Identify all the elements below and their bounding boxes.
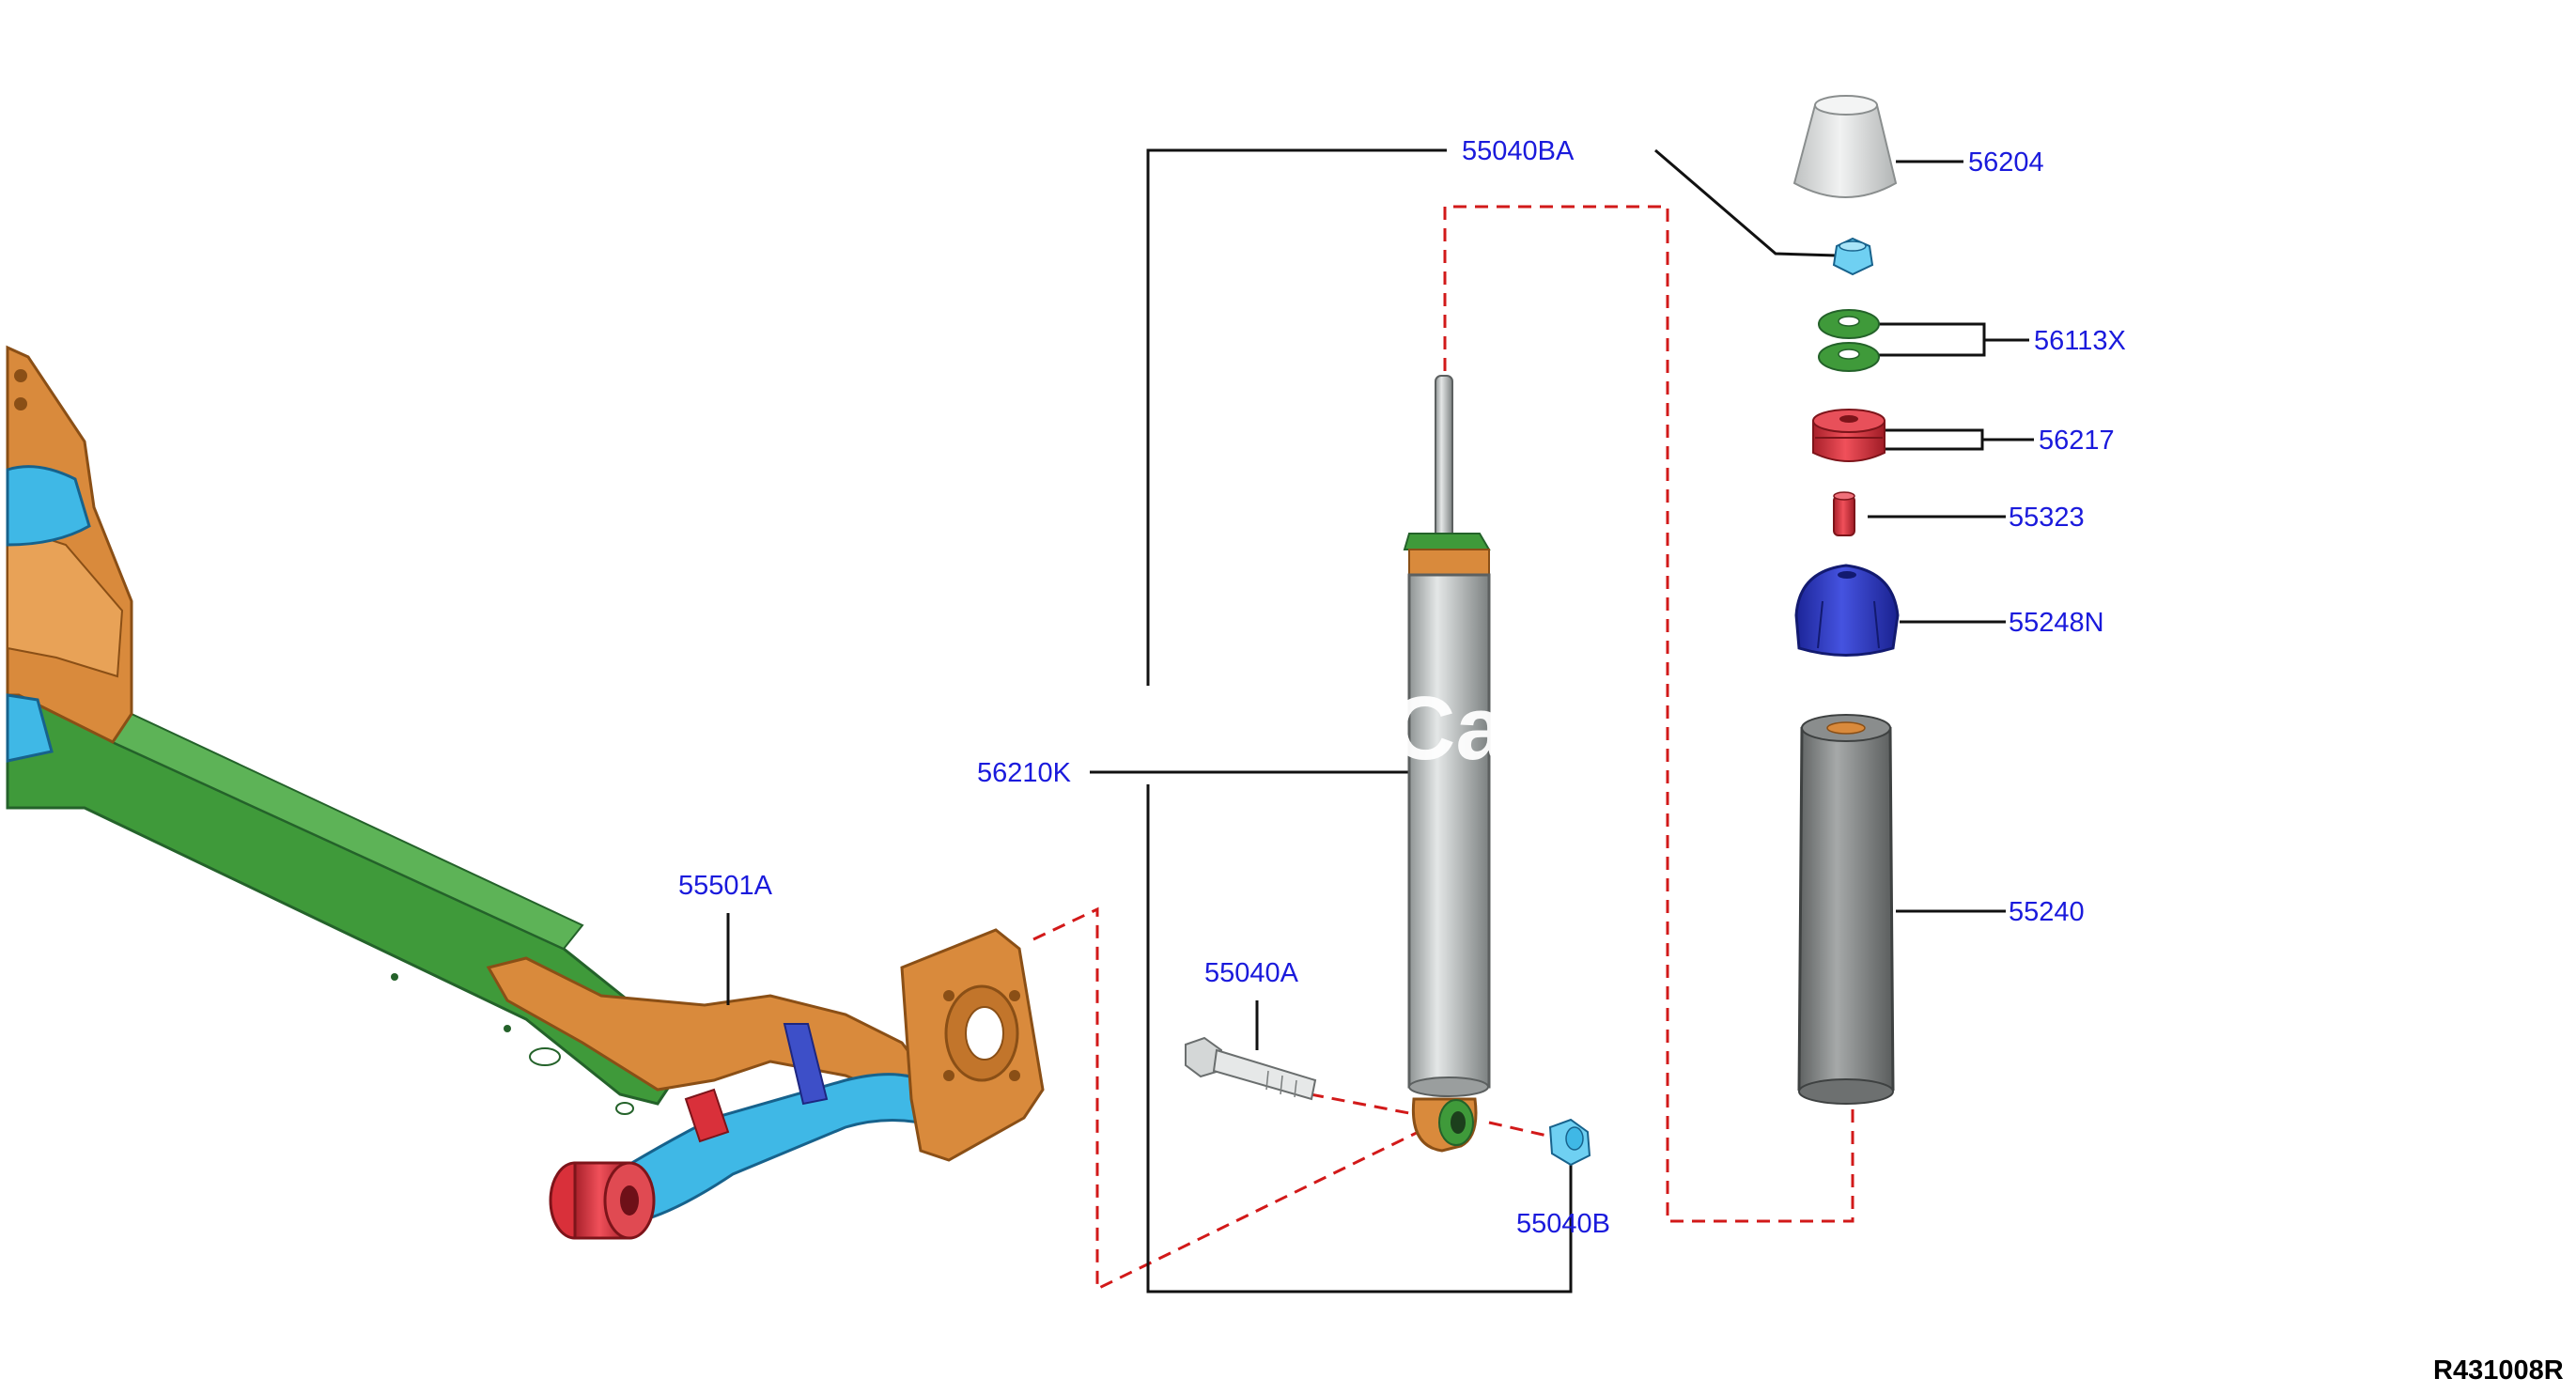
assembly-dashed-lines	[1032, 205, 1854, 1292]
pivot-bushing	[549, 1161, 656, 1240]
callout-56210K[interactable]: 56210K	[977, 758, 1072, 788]
beam-hole	[391, 973, 398, 981]
callout-55248N[interactable]: 55248N	[2009, 608, 2104, 638]
lower-nut	[1548, 1118, 1591, 1167]
left-trailing-tube	[6, 465, 91, 547]
callout-56217[interactable]: 56217	[2039, 426, 2115, 456]
rod-seal-green	[1403, 533, 1491, 550]
shock-body-bottom	[1408, 1076, 1489, 1097]
washers	[1818, 309, 1880, 372]
shock-mount-bracket	[783, 1023, 829, 1106]
beam-hole	[615, 1102, 634, 1115]
callout-55240[interactable]: 55240	[2009, 897, 2085, 927]
dust-cap	[1792, 95, 1898, 198]
callout-55040A[interactable]: 55040A	[1204, 958, 1299, 988]
callout-labels: 55040BA 56204 56113X 56217 55323 55248N …	[678, 136, 2126, 1239]
callout-56113X[interactable]: 56113X	[2034, 326, 2126, 356]
beam-hole	[529, 1047, 561, 1066]
mounting-bolt	[1185, 1036, 1317, 1101]
top-collar	[1408, 549, 1490, 577]
piston-rod	[1435, 375, 1453, 541]
callout-55040B[interactable]: 55040B	[1516, 1209, 1610, 1239]
left-spring-seat	[7, 524, 124, 678]
torsion-beam-axle	[6, 345, 1045, 1240]
callout-56204[interactable]: 56204	[1968, 147, 2044, 178]
lower-eye	[1411, 1097, 1478, 1153]
brake-line-bracket	[684, 1088, 730, 1143]
upper-bushing	[1812, 409, 1885, 462]
shock-body	[1407, 573, 1491, 1089]
hub-bore-inner	[965, 1006, 1004, 1061]
bump-stop	[1794, 564, 1900, 657]
callout-55501A[interactable]: 55501A	[678, 871, 773, 901]
dust-boot	[1797, 714, 1895, 1105]
spacer-sleeve	[1833, 491, 1855, 536]
hub-bolt	[1009, 1070, 1020, 1081]
hub-bolt	[1009, 990, 1020, 1001]
callout-55040BA[interactable]: 55040BA	[1462, 136, 1575, 166]
diagram-reference-code: R431008R	[2433, 1355, 2564, 1386]
callout-55323[interactable]: 55323	[2009, 503, 2085, 533]
bolt-hole	[14, 369, 27, 382]
left-trailing-tube-lower	[6, 693, 54, 763]
hub-bolt	[943, 1070, 954, 1081]
top-nut	[1832, 237, 1874, 276]
watermark-text: Ca A	[1390, 678, 1768, 779]
hub-bolt	[943, 990, 954, 1001]
bolt-hole	[14, 397, 27, 410]
beam-hole	[504, 1025, 511, 1032]
shock-absorber	[1403, 375, 1491, 1153]
leader-lines	[726, 148, 2034, 1293]
